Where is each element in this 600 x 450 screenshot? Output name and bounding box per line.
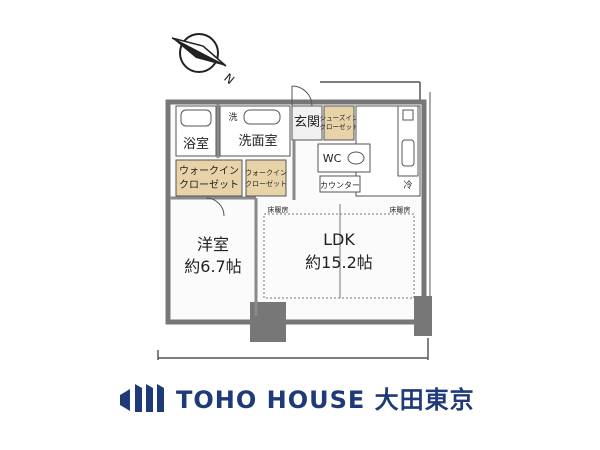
shoes-closet-label-1: シューズイン xyxy=(320,113,359,122)
entrance: 玄関 xyxy=(291,85,323,141)
counter-label: カウンター xyxy=(320,181,360,190)
bath-label: 浴室 xyxy=(183,136,209,152)
walkin-closet-2-line1: ウォークイン xyxy=(245,169,287,177)
bathtub-icon xyxy=(180,109,212,127)
walkin-closet-2-line2: クローゼット xyxy=(245,179,287,188)
bath-room: 浴室 xyxy=(175,105,217,157)
washroom-label: 洗面室 xyxy=(238,133,277,149)
washing-machine-label: 洗 xyxy=(228,111,237,123)
compass: N xyxy=(171,33,237,87)
wc-room: WC xyxy=(317,143,371,173)
sink-icon xyxy=(243,109,281,125)
counter: カウンター xyxy=(319,175,361,193)
walkin-closet-1: ウォークイン クローゼット xyxy=(175,159,243,197)
bedroom-door-icon xyxy=(205,197,225,217)
north-label: N xyxy=(221,71,237,87)
balcony xyxy=(157,81,431,360)
interior-walls xyxy=(170,104,296,316)
entrance-label: 玄関 xyxy=(294,115,320,130)
toho-house-logo-icon xyxy=(120,384,164,412)
western-room-name: 洋室 xyxy=(197,235,229,254)
stove-icon xyxy=(401,139,415,167)
shoes-closet-label-2: クローゼット xyxy=(320,122,359,131)
western-room: 洋室 約6.7帖 xyxy=(184,235,241,276)
toilet-icon xyxy=(347,151,365,165)
walkin-closet-1-line1: ウォークイン xyxy=(179,165,239,177)
walkin-closet-1-line2: クローゼット xyxy=(179,179,239,191)
washroom: 洗 洗面室 xyxy=(219,105,291,157)
walkin-closet-2: ウォークイン クローゼット xyxy=(245,159,287,197)
ldk-size: 約15.2帖 xyxy=(305,253,373,272)
floor-heating-label-1: 床暖房 xyxy=(268,205,289,214)
brand-name: TOHO HOUSE 大田東京 xyxy=(176,386,475,414)
north-arrow-outline xyxy=(171,37,227,67)
ldk-name: LDK xyxy=(323,230,355,249)
floor-heating-label-2: 床暖房 xyxy=(390,205,411,214)
wc-label: WC xyxy=(323,152,342,165)
shoes-closet: シューズイン クローゼット xyxy=(320,105,359,141)
floor-heating-area xyxy=(263,213,415,299)
ldk: 床暖房 床暖房 LDK 約15.2帖 xyxy=(263,204,415,299)
fridge-label: 冷 xyxy=(403,179,412,191)
compass-ring xyxy=(179,33,219,73)
entrance-door-icon xyxy=(291,85,313,107)
kitchen-sink-icon xyxy=(402,109,414,121)
western-room-size: 約6.7帖 xyxy=(184,257,241,276)
